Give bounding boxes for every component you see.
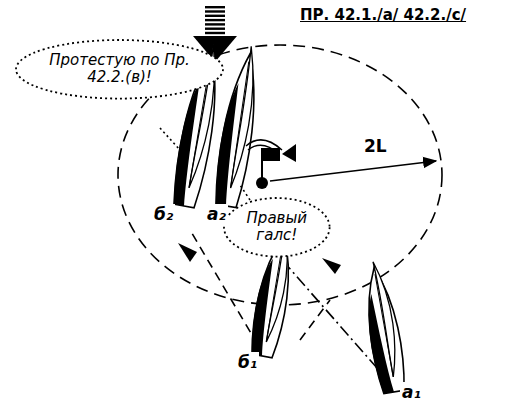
boat [358, 259, 408, 394]
bubble-tail [160, 128, 180, 150]
track-arrow [322, 258, 341, 274]
wind-stripe [205, 10, 225, 12]
bubble-text: Протестую по Пр. 42.2.(в)! [45, 52, 195, 87]
mark-flag [262, 148, 280, 161]
wind-stripe [205, 6, 225, 8]
wind-stripe [205, 28, 225, 30]
dimension-line [270, 161, 436, 181]
track-b [300, 300, 330, 340]
bubble-ellipse [224, 198, 330, 257]
sail [373, 260, 401, 377]
boom [375, 274, 393, 377]
speech-bubble: Правый галс! [222, 196, 332, 259]
sail [229, 46, 261, 189]
wind-stripe [205, 23, 225, 25]
rounding-arrow [282, 144, 296, 162]
bubble-tail [240, 185, 250, 200]
boat-label: б₁ [236, 352, 259, 372]
speech-bubble: Протестую по Пр. 42.2.(в)! [14, 38, 225, 101]
bubble-ellipse [16, 40, 223, 99]
track-arrow [178, 243, 197, 262]
boat-label: а₂ [205, 204, 228, 224]
boat-label: а₁ [400, 382, 423, 402]
bubble-text: Правый галс! [241, 210, 313, 245]
wind-stripe [205, 32, 225, 34]
wind-stripe [205, 15, 225, 17]
boats [169, 42, 408, 395]
boat-label: б₂ [152, 204, 175, 224]
dimension-label: 2L [362, 136, 389, 156]
wind-stripe [205, 19, 225, 21]
mark-buoy [256, 177, 268, 189]
rule-title: ПР. 42.1./а/ 42.2./с/ [300, 6, 466, 24]
boom [229, 62, 251, 188]
rounding-arc [248, 145, 279, 154]
